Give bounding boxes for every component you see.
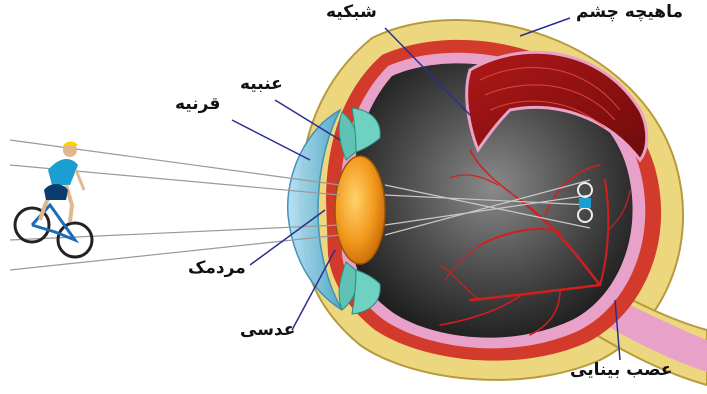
label-cornea: قرنیه: [175, 96, 220, 113]
cyclist-icon: [15, 142, 92, 258]
lens: [335, 156, 385, 264]
label-lens: عدسی: [240, 322, 295, 339]
label-retina: شبکیه: [326, 4, 377, 21]
label-eye-muscle: ماهیچه چشم: [576, 4, 683, 21]
label-pupil: مردمک: [188, 260, 246, 277]
label-optic-nerve: عصب بینایی: [570, 362, 673, 379]
label-iris: عنبیه: [240, 76, 283, 93]
